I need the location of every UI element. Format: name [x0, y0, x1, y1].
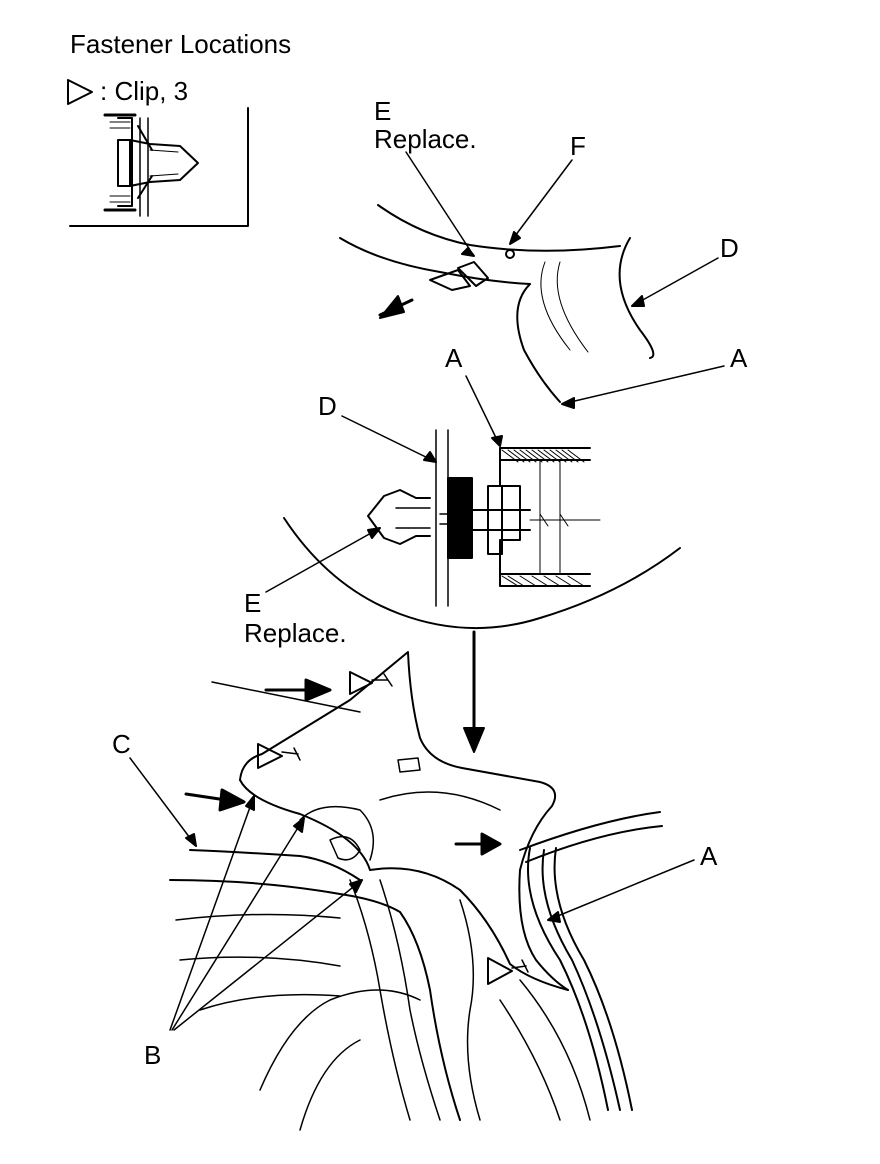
- callout-d-top: D: [720, 233, 739, 263]
- callout-c: C: [112, 729, 131, 759]
- callout-f: F: [570, 131, 586, 161]
- callout-e-top: E: [374, 96, 392, 126]
- callout-a-bottom: A: [700, 841, 718, 871]
- callout-a-mid: A: [730, 343, 748, 373]
- main-illustration: [129, 651, 695, 1131]
- clip-legend-text: : Clip, 3: [100, 76, 189, 106]
- callout-a-top: A: [445, 343, 463, 373]
- callout-e-mid-note: Replace.: [244, 618, 347, 648]
- callout-b: B: [144, 1040, 162, 1070]
- clip-inset-illustration: [69, 107, 249, 227]
- middle-detail-illustration: [265, 375, 681, 753]
- top-detail-illustration: [339, 151, 725, 409]
- diagram-title: Fastener Locations: [70, 29, 292, 59]
- callout-d-mid: D: [318, 391, 337, 421]
- triangle-icon: [67, 79, 93, 105]
- callout-e-mid: E: [244, 588, 262, 618]
- callout-e-top-note: Replace.: [374, 124, 477, 154]
